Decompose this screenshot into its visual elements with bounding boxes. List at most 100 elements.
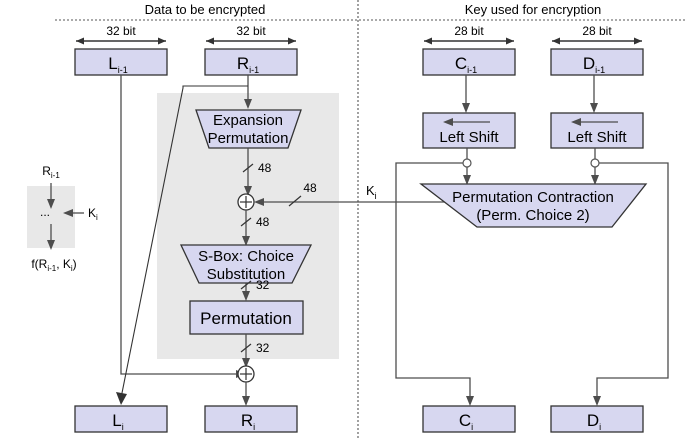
bit-label-xor-out: 48 [256,215,270,229]
dimension-arrow-right-key: 28 bit [552,24,642,45]
block-d-next-sub: i [599,422,601,432]
block-l-next-sub: i [122,422,124,432]
arrowhead-cprev-leftshift [462,103,470,113]
legend-arrowhead-out [47,240,55,250]
left-shift-arrow-d-head [571,118,581,126]
left-shift-c-label: Left Shift [439,129,499,146]
dimension-arrow-left-data: 32 bit [76,24,166,45]
dimension-arrow-right-data: 32 bit [206,24,296,45]
block-expansion-permutation: Expansion Permutation [195,109,302,149]
legend-output-sub1: i-1 [47,264,56,273]
dimension-label-left-key: 28 bit [454,24,484,38]
junction-dot-c [462,158,472,168]
perm-contraction-line2: (Perm. Choice 2) [476,207,589,224]
xor-gate-feistel [237,365,255,383]
bit-label-expansion-out: 48 [258,161,272,175]
svg-text:Di: Di [587,411,601,432]
block-left-shift-c: Left Shift [422,112,516,149]
arrowhead-permutation-xor [242,358,250,368]
expansion-line2: Permutation [208,130,289,147]
legend-key-main: K [88,206,96,220]
wire-c-bypass-to-cnext [395,162,471,399]
bus-tick-xor-out [240,217,252,227]
block-l-next: Li [74,405,168,433]
legend-input-sub: i-1 [51,171,60,180]
block-r-prev: Ri-1 [204,48,298,76]
block-d-prev: Di-1 [550,48,644,76]
bus-tick-perm-out [240,343,252,353]
legend-output-start: f(R [31,257,47,271]
dimension-label-right-key: 28 bit [582,24,612,38]
legend-arrowhead-in [47,199,55,209]
block-c-prev-main: C [455,54,467,73]
legend-arrowhead-key [63,209,73,217]
bit-label-key-in: 48 [303,181,317,195]
arrowhead-expansion-xor [244,186,252,196]
block-d-prev-sub: i-1 [595,65,605,75]
bit-label-sbox-out: 32 [256,278,270,292]
block-l-prev: Li-1 [74,48,168,76]
permutation-label: Permutation [200,309,292,328]
legend-output: f(Ri-1, Ki) [31,257,76,273]
bit-label-perm-out: 32 [256,341,270,355]
block-c-prev-sub: i-1 [467,65,477,75]
arrowhead-crossover-lnext [116,392,127,405]
legend-output-mid: , K [56,257,71,271]
block-d-prev-main: D [583,54,595,73]
svg-text:Ci-1: Ci-1 [455,54,477,75]
block-d-next-main: D [587,411,599,430]
bus-tick-expansion-out [242,163,254,173]
wire-rprev-crossover-to-lnext [120,85,248,399]
xor-gate-key-mix [237,193,255,211]
arrowhead-c-pc2 [463,175,471,185]
perm-contraction-line1: Permutation Contraction [452,189,614,206]
block-sbox-substitution: S-Box: Choice Substitution [179,244,313,284]
legend-f-function: Ri-1 ... Ki f(Ri-1, Ki) [27,164,98,273]
block-c-next: Ci [422,405,516,433]
svg-text:Di-1: Di-1 [583,54,605,75]
legend-key: Ki [88,206,98,222]
left-shift-arrow-c-head [443,118,453,126]
block-c-prev: Ci-1 [422,48,516,76]
arrowhead-key-xor [254,198,264,206]
block-left-shift-d: Left Shift [550,112,644,149]
legend-key-sub: i [96,213,98,222]
svg-text:Li-1: Li-1 [108,54,127,75]
arrowhead-xor-rnext [242,396,250,406]
svg-text:Ri: Ri [241,411,255,432]
junction-dot-d [590,158,600,168]
block-l-next-main: L [112,411,121,430]
legend-input: Ri-1 [42,164,60,180]
header-left: Data to be encrypted [145,2,266,17]
block-c-next-sub: i [471,422,473,432]
wire-lprev-to-xor [120,75,238,375]
block-r-prev-main: R [237,54,249,73]
bus-tick-sbox-out [240,280,252,290]
svg-text:Li: Li [112,411,123,432]
key-label-sub: i [375,191,377,201]
svg-text:Ri-1: Ri-1 [237,54,259,75]
arrowhead-xor-sbox [242,236,250,246]
svg-text:Ci: Ci [459,411,473,432]
legend-dots: ... [40,205,50,219]
key-label: Ki [366,183,377,201]
dimension-label-left-data: 32 bit [106,24,136,38]
sbox-line1: S-Box: Choice [198,248,294,265]
header-right: Key used for encryption [465,2,602,17]
left-shift-d-label: Left Shift [567,129,627,146]
block-r-next-main: R [241,411,253,430]
block-permutation: Permutation [189,300,304,335]
legend-output-sub2: i [71,264,73,273]
arrowhead-sbox-permutation [242,291,250,301]
dimension-arrow-left-key: 28 bit [424,24,514,45]
arrowhead-dnext [593,396,601,406]
block-permutation-contraction: Permutation Contraction (Perm. Choice 2) [419,183,648,228]
dimension-label-right-data: 32 bit [236,24,266,38]
block-l-prev-sub: i-1 [118,65,128,75]
block-c-next-main: C [459,411,471,430]
arrowhead-rprev-expansion [244,99,252,109]
arrowhead-dprev-leftshift [590,103,598,113]
expansion-line1: Expansion [213,112,283,129]
arrowhead-cnext [466,396,474,406]
arrowhead-d-pc2 [591,175,599,185]
